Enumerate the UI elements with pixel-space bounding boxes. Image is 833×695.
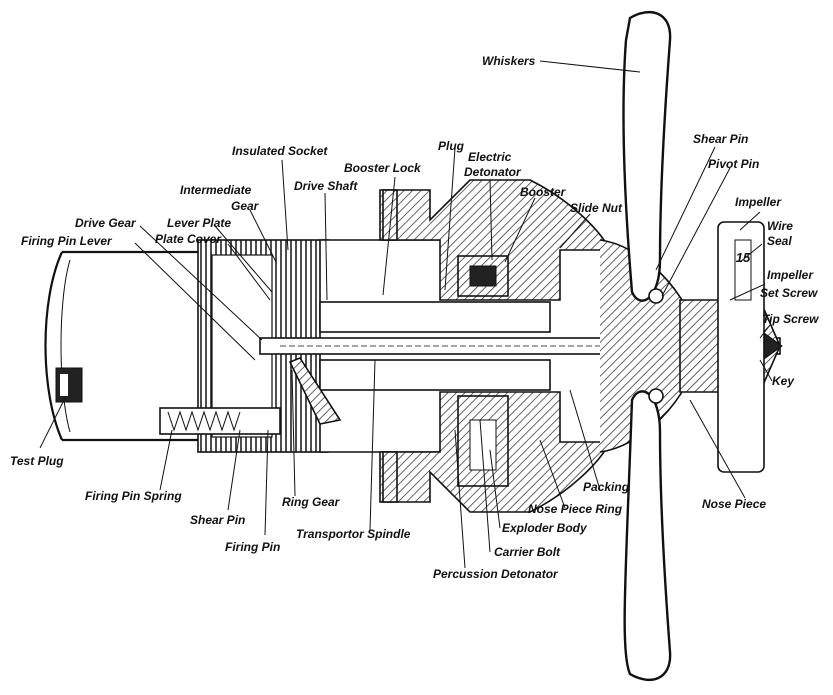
label-plug: Plug (438, 139, 465, 153)
label-wire-seal-line2: Seal (767, 234, 792, 248)
leader-lines (39, 60, 773, 569)
label-firing-pin-lever: Firing Pin Lever (21, 234, 113, 248)
label-intermediate-gear-line1: Intermediate (180, 183, 252, 197)
mechanism-drawing: 15 (44, 10, 783, 682)
label-slide-nut: Slide Nut (570, 201, 623, 215)
nose-assembly: 15 (599, 221, 783, 473)
impeller-number: 15 (736, 250, 751, 265)
whiskers-drawing (622, 10, 672, 682)
label-shear-pin-bottom: Shear Pin (190, 513, 245, 527)
label-electric-detonator: Electric Detonator (464, 150, 522, 179)
label-ring-gear: Ring Gear (282, 495, 341, 509)
label-impeller-set-screw-line1: Impeller (767, 268, 814, 282)
label-nose-piece: Nose Piece (702, 497, 766, 511)
label-intermediate-gear: Intermediate Gear (180, 183, 260, 213)
label-lever-plate: Lever Plate (167, 216, 231, 230)
label-impeller: Impeller (735, 195, 782, 209)
firing-pin-spring-drawing (159, 407, 281, 435)
label-firing-pin: Firing Pin (225, 540, 280, 554)
booster-assembly (457, 255, 509, 487)
label-drive-shaft: Drive Shaft (294, 179, 358, 193)
label-key: Key (772, 374, 795, 388)
label-shear-pin-top: Shear Pin (693, 132, 748, 146)
label-carrier-bolt: Carrier Bolt (494, 545, 561, 559)
label-transportor-spindle: Transportor Spindle (296, 527, 411, 541)
label-packing: Packing (583, 480, 630, 494)
label-pivot-pin: Pivot Pin (708, 157, 759, 171)
label-test-plug: Test Plug (10, 454, 64, 468)
label-exploder-body: Exploder Body (502, 521, 588, 535)
label-electric-detonator-line1: Electric (468, 150, 512, 164)
part-labels: Whiskers Shear Pin Pivot Pin Impeller Wi… (10, 54, 819, 581)
label-plate-cover: Plate Cover (155, 232, 222, 246)
label-electric-detonator-line2: Detonator (464, 165, 522, 179)
label-percussion-detonator: Percussion Detonator (433, 567, 559, 581)
label-firing-pin-spring: Firing Pin Spring (85, 489, 182, 503)
label-nose-piece-ring: Nose Piece Ring (528, 502, 623, 516)
label-impeller-set-screw: Impeller Set Screw (760, 268, 818, 300)
label-insulated-socket: Insulated Socket (232, 144, 328, 158)
label-wire-seal: Wire Seal (767, 219, 796, 248)
label-drive-gear: Drive Gear (75, 216, 137, 230)
label-tip-screw: Tip Screw (762, 312, 819, 326)
label-booster-lock: Booster Lock (344, 161, 422, 175)
label-whiskers: Whiskers (482, 54, 536, 68)
label-intermediate-gear-line2: Gear (231, 199, 260, 213)
label-booster: Booster (520, 185, 567, 199)
label-wire-seal-line1: Wire (767, 219, 793, 233)
label-impeller-set-screw-line2: Set Screw (760, 286, 818, 300)
